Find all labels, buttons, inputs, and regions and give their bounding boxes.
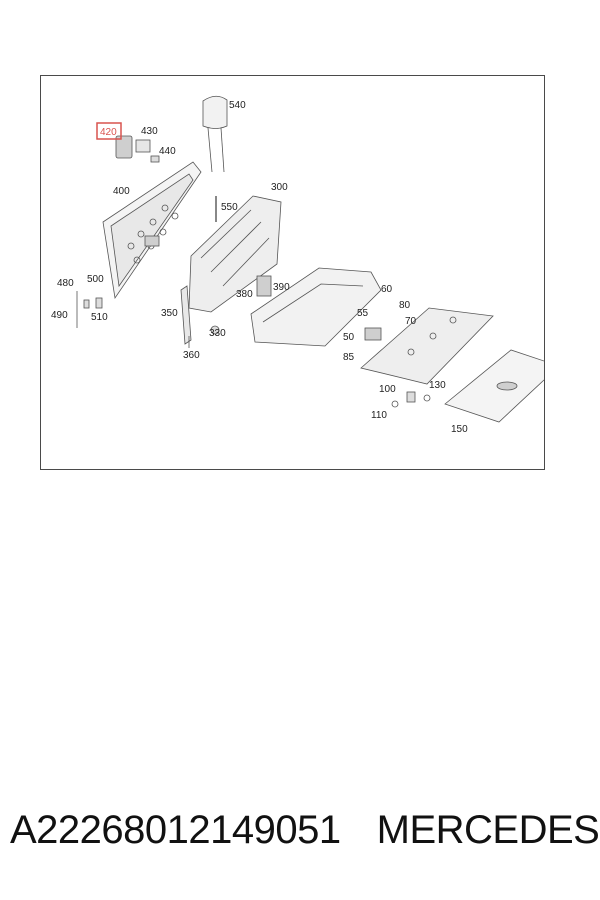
- callout-330[interactable]: 330: [209, 328, 226, 339]
- highlighted-callout-box: [96, 122, 122, 140]
- callout-55[interactable]: 55: [357, 308, 369, 319]
- callout-510[interactable]: 510: [91, 312, 108, 323]
- callout-150[interactable]: 150: [451, 424, 468, 435]
- part-number: A22268012149051: [10, 808, 341, 852]
- diagram-frame: 540 420 430 440 400 300 550 480 500 490 …: [40, 75, 545, 470]
- part-caption: A22268012149051 MERCEDES: [10, 808, 600, 858]
- seat-back-frame-illustration: [102, 161, 202, 300]
- callout-480[interactable]: 480: [57, 278, 74, 289]
- callout-80[interactable]: 80: [399, 300, 411, 311]
- callout-430[interactable]: 430: [141, 126, 158, 137]
- callout-540[interactable]: 540: [229, 100, 246, 111]
- callout-490[interactable]: 490: [51, 310, 68, 321]
- hinge-illustration: [76, 291, 103, 328]
- callout-70[interactable]: 70: [405, 316, 417, 327]
- callout-420[interactable]: 420: [100, 127, 117, 138]
- brand-name: MERCEDES: [376, 808, 600, 852]
- callout-500[interactable]: 500: [87, 274, 104, 285]
- callout-110[interactable]: 110: [371, 410, 387, 421]
- bracket-part-illustration: [115, 135, 160, 163]
- callout-100[interactable]: 100: [379, 384, 396, 395]
- latch-illustration: [256, 275, 272, 297]
- callout-350[interactable]: 350: [161, 308, 178, 319]
- callout-50[interactable]: 50: [343, 332, 355, 343]
- seat-base-frame-illustration: [360, 307, 494, 385]
- seat-cushion-illustration: [250, 267, 382, 347]
- callout-300[interactable]: 300: [271, 182, 288, 193]
- callout-130[interactable]: 130: [429, 380, 446, 391]
- exploded-parts-diagram: 540 420 430 440 400 300 550 480 500 490 …: [51, 95, 544, 435]
- callout-380[interactable]: 380: [236, 289, 253, 300]
- callout-60[interactable]: 60: [381, 284, 393, 295]
- side-trim-illustration: [180, 285, 220, 348]
- storage-tray-illustration: [444, 349, 544, 423]
- callout-400[interactable]: 400: [113, 186, 130, 197]
- callout-85[interactable]: 85: [343, 352, 355, 363]
- callout-390[interactable]: 390: [273, 282, 290, 293]
- headrest-illustration: [202, 95, 228, 173]
- callout-360[interactable]: 360: [183, 350, 200, 361]
- fastener-illustration: [391, 391, 431, 408]
- callout-550[interactable]: 550: [221, 202, 238, 213]
- callout-440[interactable]: 440: [159, 146, 176, 157]
